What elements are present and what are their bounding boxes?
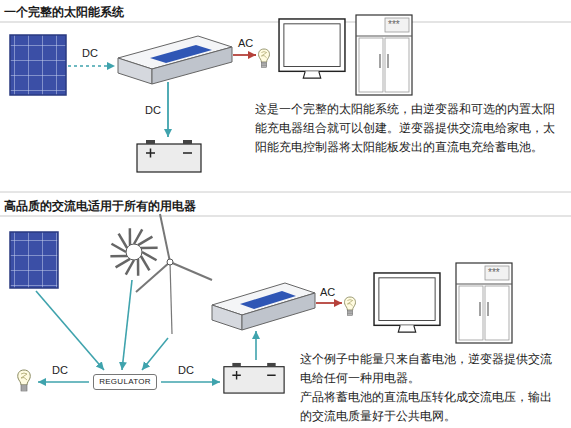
fridge-display: ***	[388, 19, 400, 30]
node-label: REGULATOR	[99, 377, 151, 387]
section-heading: 一个完整的太阳能系统	[4, 4, 124, 20]
dc-label: DC	[143, 104, 163, 117]
ac-label: AC	[236, 37, 255, 50]
fridge-display: ***	[488, 267, 500, 278]
dc-label: DC	[50, 364, 70, 377]
dc-label: DC	[176, 364, 196, 377]
description-text: 这个例子中能量只来自蓄电池，逆变器提供交流电给任何一种用电器。	[300, 350, 555, 388]
section-heading: 高品质的交流电适用于所有的用电器	[4, 198, 196, 214]
dc-label: DC	[80, 47, 100, 60]
description-text: 产品将蓄电池的直流电压转化成交流电压，输出的交流电质量好于公共电网。	[300, 388, 555, 426]
description-text: 这是一个完整的太阳能系统，由逆变器和可选的内置太阳能充电器组合就可以创建。逆变器…	[255, 100, 555, 157]
ac-label: AC	[318, 286, 337, 299]
regulator-box: REGULATOR	[93, 374, 157, 390]
